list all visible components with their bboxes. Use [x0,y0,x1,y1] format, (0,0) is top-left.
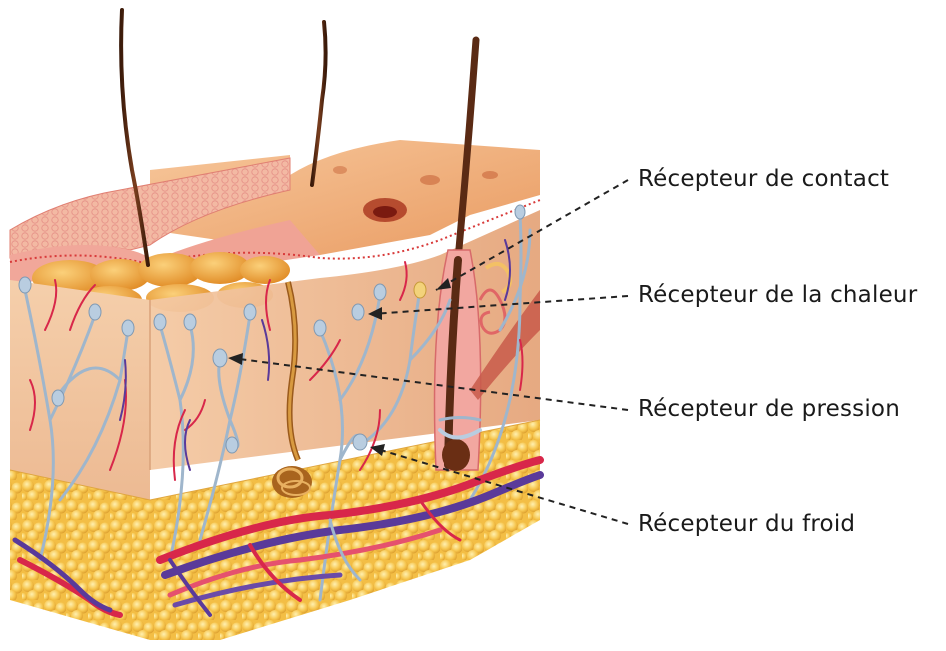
label-heat-receptor: Récepteur de la chaleur [638,282,917,308]
label-cold-receptor: Récepteur du froid [638,511,855,537]
label-pressure-receptor: Récepteur de pression [638,396,900,422]
label-contact-receptor: Récepteur de contact [638,166,889,192]
